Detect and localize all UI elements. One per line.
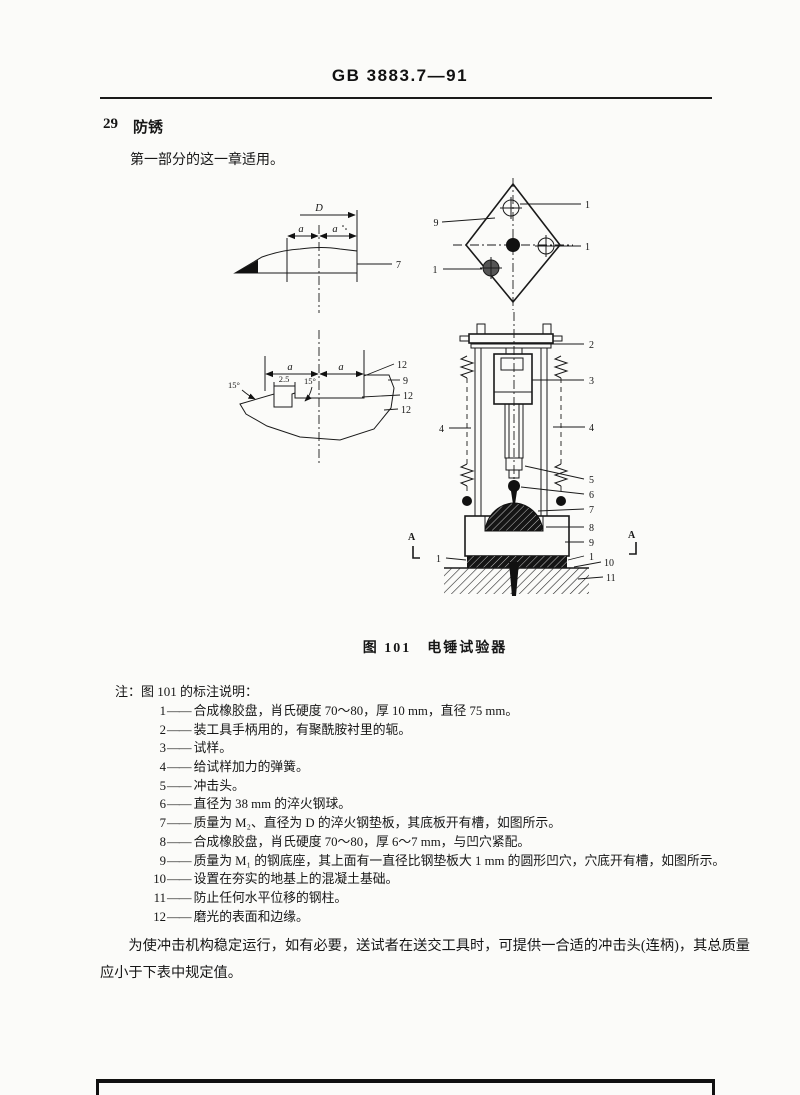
note-number: 8 <box>159 834 166 849</box>
note-number: 5 <box>159 778 166 793</box>
header-rule <box>100 97 712 99</box>
callout-4-left: 4 <box>439 424 444 435</box>
note-dash: —— <box>167 741 192 756</box>
callout-8: 8 <box>589 523 594 534</box>
callout-12-top: 12 <box>397 360 407 371</box>
note-item-3: 3——试样。 <box>140 739 720 758</box>
note-item-7: 7——质量为 M₂、直径为 D 的淬火钢垫板，其底板开有槽，如图所示。 <box>140 814 720 833</box>
dim-a-left-label: a <box>298 224 303 235</box>
note-item-2: 2——装工具手柄用的，有聚酰胺衬里的轭。 <box>140 721 720 740</box>
figure-caption: 图 101 电锤试验器 <box>362 641 508 656</box>
note-item-8: 8——合成橡胶盘，肖氏硬度 70～80，厚 6～7 mm，与凹穴紧配。 <box>140 833 720 852</box>
callout-3: 3 <box>589 376 594 387</box>
note-number: 7 <box>159 816 166 831</box>
note-item-4: 4——给试样加力的弹簧。 <box>140 758 720 777</box>
note-dash: —— <box>167 834 192 849</box>
washer-plate-section: D a a 7 <box>233 203 401 313</box>
note-number: 12 <box>153 909 166 924</box>
intro-paragraph: 第一部分的这一章适用。 <box>130 153 284 168</box>
note-text: 冲击头。 <box>193 778 245 793</box>
note-dash: —— <box>167 853 192 868</box>
callout-6: 6 <box>589 490 594 501</box>
callout-1-topview-b: 1 <box>585 242 590 253</box>
note-text: 防止任何水平位移的钢柱。 <box>193 890 348 905</box>
callout-12-mid: 12 <box>403 391 413 402</box>
note-number: 10 <box>153 872 166 887</box>
callout-1-topview-a: 1 <box>585 200 590 211</box>
note-dash: —— <box>167 797 192 812</box>
callout-5: 5 <box>589 475 594 486</box>
note-item-11: 11——防止任何水平位移的钢柱。 <box>140 889 720 908</box>
note-number: 4 <box>159 760 166 775</box>
section-heading: 29 防锈 <box>103 116 163 137</box>
note-text: 质量为 M₂、直径为 D 的淬火钢垫板，其底板开有槽，如图所示。 <box>193 816 561 831</box>
angle-15-outer-label: 15° <box>228 380 240 390</box>
callout-9: 9 <box>589 538 594 549</box>
figure-notes-list: 1——合成橡胶盘，肖氏硬度 70～80，厚 10 mm，直径 75 mm。 2—… <box>140 702 726 927</box>
spring-left <box>459 355 475 506</box>
note-number: 9 <box>159 853 166 868</box>
note-dash: —— <box>167 816 192 831</box>
callout-9-section: 9 <box>403 376 408 387</box>
top-view-diamond: 9 1 1 1 <box>433 178 590 310</box>
closing-paragraph: 为使冲击机构稳定运行，如有必要，送试者在送交工具时，可提供一合适的冲击头(连柄)… <box>100 938 750 981</box>
spring-right <box>553 355 569 506</box>
callout-7-section: 7 <box>396 260 401 271</box>
note-text: 设置在夯实的地基上的混凝土基础。 <box>193 872 399 887</box>
note-dash: —— <box>167 890 192 905</box>
dim-2_5-label: 2.5 <box>279 374 290 384</box>
angle-15-inner-label: 15° <box>304 376 316 386</box>
dim-a2-right-label: a <box>338 362 343 373</box>
note-item-6: 6——直径为 38 mm 的淬火钢球。 <box>140 795 720 814</box>
dim-D-label: D <box>314 203 323 214</box>
section-A-right-label: A <box>628 530 636 541</box>
dim-a-right-label: a <box>332 224 337 235</box>
note-dash: —— <box>167 760 192 775</box>
base-recess-section: a a 2.5 15° 15° 12 9 12 12 <box>228 330 413 465</box>
note-dash: —— <box>167 722 192 737</box>
callout-1-left: 1 <box>436 554 441 565</box>
note-text: 装工具手柄用的，有聚酰胺衬里的轭。 <box>193 722 412 737</box>
section-number: 29 <box>103 116 118 132</box>
note-number: 11 <box>153 890 166 905</box>
note-item-5: 5——冲击头。 <box>140 777 720 796</box>
note-text: 质量为 M₁ 的钢底座，其上面有一直径比钢垫板大 1 mm 的圆形凹穴，穴底开有… <box>193 853 726 868</box>
section-title: 防锈 <box>133 120 164 136</box>
note-text: 磨光的表面和边缘。 <box>193 909 309 924</box>
note-number: 1 <box>159 704 166 718</box>
note-item-12: 12——磨光的表面和边缘。 <box>140 908 720 927</box>
note-number: 6 <box>159 797 166 812</box>
callout-7: 7 <box>589 505 594 516</box>
note-item-9: 9——质量为 M₁ 的钢底座，其上面有一直径比钢垫板大 1 mm 的圆形凹穴，穴… <box>140 852 726 871</box>
table-top-border <box>96 1079 715 1095</box>
callout-12-bottom: 12 <box>401 405 411 416</box>
callout-9-topview: 9 <box>434 218 439 229</box>
notes-intro: 注：图 101 的标注说明： <box>115 684 259 699</box>
note-text: 合成橡胶盘，肖氏硬度 70～80，厚 6～7 mm，与凹穴紧配。 <box>193 834 531 849</box>
note-text: 合成橡胶盘，肖氏硬度 70～80，厚 10 mm，直径 75 mm。 <box>193 704 519 718</box>
note-text: 直径为 38 mm 的淬火钢球。 <box>193 797 352 812</box>
standard-number: GB 3883.7—91 <box>331 66 469 85</box>
note-dash: —— <box>167 704 192 718</box>
section-A-left-label: A <box>408 532 416 543</box>
note-number: 3 <box>159 741 166 756</box>
note-dash: —— <box>167 778 192 793</box>
note-dash: —— <box>167 872 192 887</box>
callout-4-right: 4 <box>589 423 594 434</box>
note-item-1: 1——合成橡胶盘，肖氏硬度 70～80，厚 10 mm，直径 75 mm。 <box>140 702 720 721</box>
apparatus-elevation: A A 2 3 4 4 5 6 7 8 9 1 1 10 11 <box>408 312 637 596</box>
callout-1-right: 1 <box>589 552 594 563</box>
note-text: 试样。 <box>193 741 232 756</box>
callout-1-topview-c: 1 <box>433 265 438 276</box>
figure-101-drawing: D a a 7 a a 2.5 15° 15° 12 9 12 12 <box>228 178 637 596</box>
callout-10: 10 <box>604 558 614 569</box>
note-dash: —— <box>167 909 192 924</box>
note-item-10: 10——设置在夯实的地基上的混凝土基础。 <box>140 870 720 889</box>
callout-11: 11 <box>606 573 616 584</box>
note-number: 2 <box>159 722 166 737</box>
callout-2: 2 <box>589 340 594 351</box>
note-text: 给试样加力的弹簧。 <box>193 760 309 775</box>
dim-a2-left-label: a <box>287 362 292 373</box>
